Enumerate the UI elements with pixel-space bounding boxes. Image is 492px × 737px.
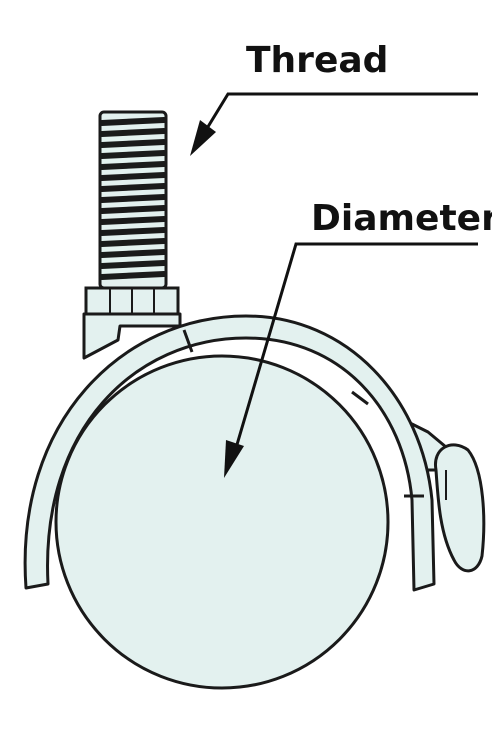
hex-nut (84, 286, 180, 316)
thread-ridge (99, 172, 167, 181)
arrow-down-left-icon (190, 120, 216, 156)
thread-ridge (99, 194, 167, 203)
thread-ridge (99, 183, 167, 192)
diameter-callout: Diameter (224, 198, 492, 478)
thread-ridge (99, 249, 167, 258)
thread-callout: Thread (190, 40, 478, 156)
housing-seams (182, 329, 424, 498)
thread-ridge (99, 260, 167, 269)
thread-ridge (99, 161, 167, 170)
thread-ridges (99, 117, 167, 280)
thread-label: Thread (246, 40, 388, 81)
diameter-label: Diameter (311, 198, 492, 239)
thread-ridge (99, 238, 167, 247)
thread-leader-line (204, 92, 478, 131)
arrow-down-left-icon (224, 440, 244, 478)
threaded-stem (98, 110, 168, 290)
thread-ridge (99, 128, 167, 137)
wheel (54, 354, 390, 690)
thread-ridge (99, 139, 167, 148)
wheel-fork-housing (23, 314, 436, 592)
thread-ridge (99, 150, 167, 159)
diameter-leader-line (234, 242, 478, 449)
thread-ridge (99, 271, 167, 280)
thread-ridge (99, 117, 167, 126)
thread-ridge (99, 227, 167, 236)
thread-ridge (99, 216, 167, 225)
thread-ridge (99, 205, 167, 214)
swivel-neck (82, 312, 182, 360)
